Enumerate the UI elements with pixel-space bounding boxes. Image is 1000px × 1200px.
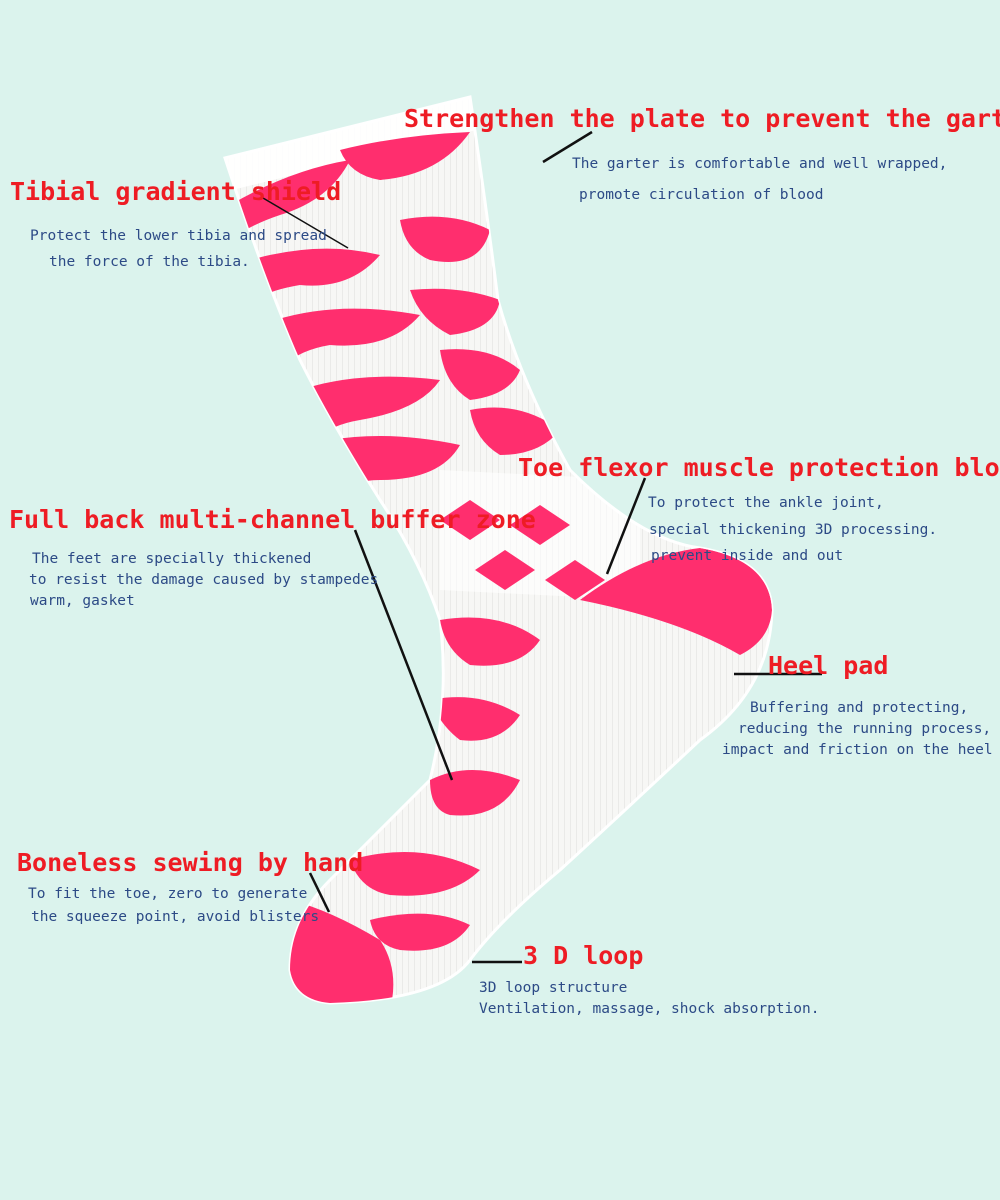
- callout-buffer-zone-line-3: warm, gasket: [30, 593, 135, 609]
- callout-loop-line-1: 3D loop structure: [479, 980, 628, 996]
- callout-buffer-zone-line-1: The feet are specially thickened: [32, 551, 312, 567]
- callout-toe-flexor-title: Toe flexor muscle protection block.: [518, 453, 1000, 482]
- callout-toe-flexor-line-2: special thickening 3D processing.: [649, 522, 938, 538]
- leader-line-garter: [542, 130, 593, 164]
- callout-garter-line-2: promote circulation of blood: [579, 187, 824, 203]
- callout-toe-flexor-line-3: prevent inside and out: [651, 548, 844, 564]
- callout-heel-line-1: Buffering and protecting,: [750, 700, 969, 716]
- leader-line-boneless: [308, 872, 331, 913]
- callout-buffer-zone-title: Full back multi-channel buffer zone: [9, 505, 536, 534]
- leader-line-toe-flexor: [605, 477, 647, 575]
- callout-buffer-zone-line-2: to resist the damage caused by stampedes: [29, 572, 379, 588]
- callout-garter-title: Strengthen the plate to prevent the gart…: [404, 104, 1000, 133]
- leader-line-tibial: [262, 197, 349, 249]
- callout-heel-title: Heel pad: [768, 651, 889, 680]
- callout-loop-line-2: Ventilation, massage, shock absorption.: [479, 1001, 820, 1017]
- callout-boneless-line-2: the squeeze point, avoid blisters: [31, 909, 320, 925]
- leader-line-buffer-zone: [353, 529, 454, 781]
- callout-heel-line-2: reducing the running process,: [738, 721, 992, 737]
- callout-tibial-line-2: the force of the tibia.: [49, 254, 250, 270]
- callout-tibial-title: Tibial gradient shield: [10, 177, 342, 206]
- callout-heel-line-3: impact and friction on the heel: [722, 742, 993, 758]
- callout-boneless-title: Boneless sewing by hand: [17, 848, 364, 877]
- callout-tibial-line-1: Protect the lower tibia and spread: [30, 228, 327, 244]
- callout-boneless-line-1: To fit the toe, zero to generate: [28, 886, 308, 902]
- callout-loop-title: 3 D loop: [523, 941, 644, 970]
- callout-toe-flexor-line-1: To protect the ankle joint,: [648, 495, 884, 511]
- callout-garter-line-1: The garter is comfortable and well wrapp…: [572, 156, 948, 172]
